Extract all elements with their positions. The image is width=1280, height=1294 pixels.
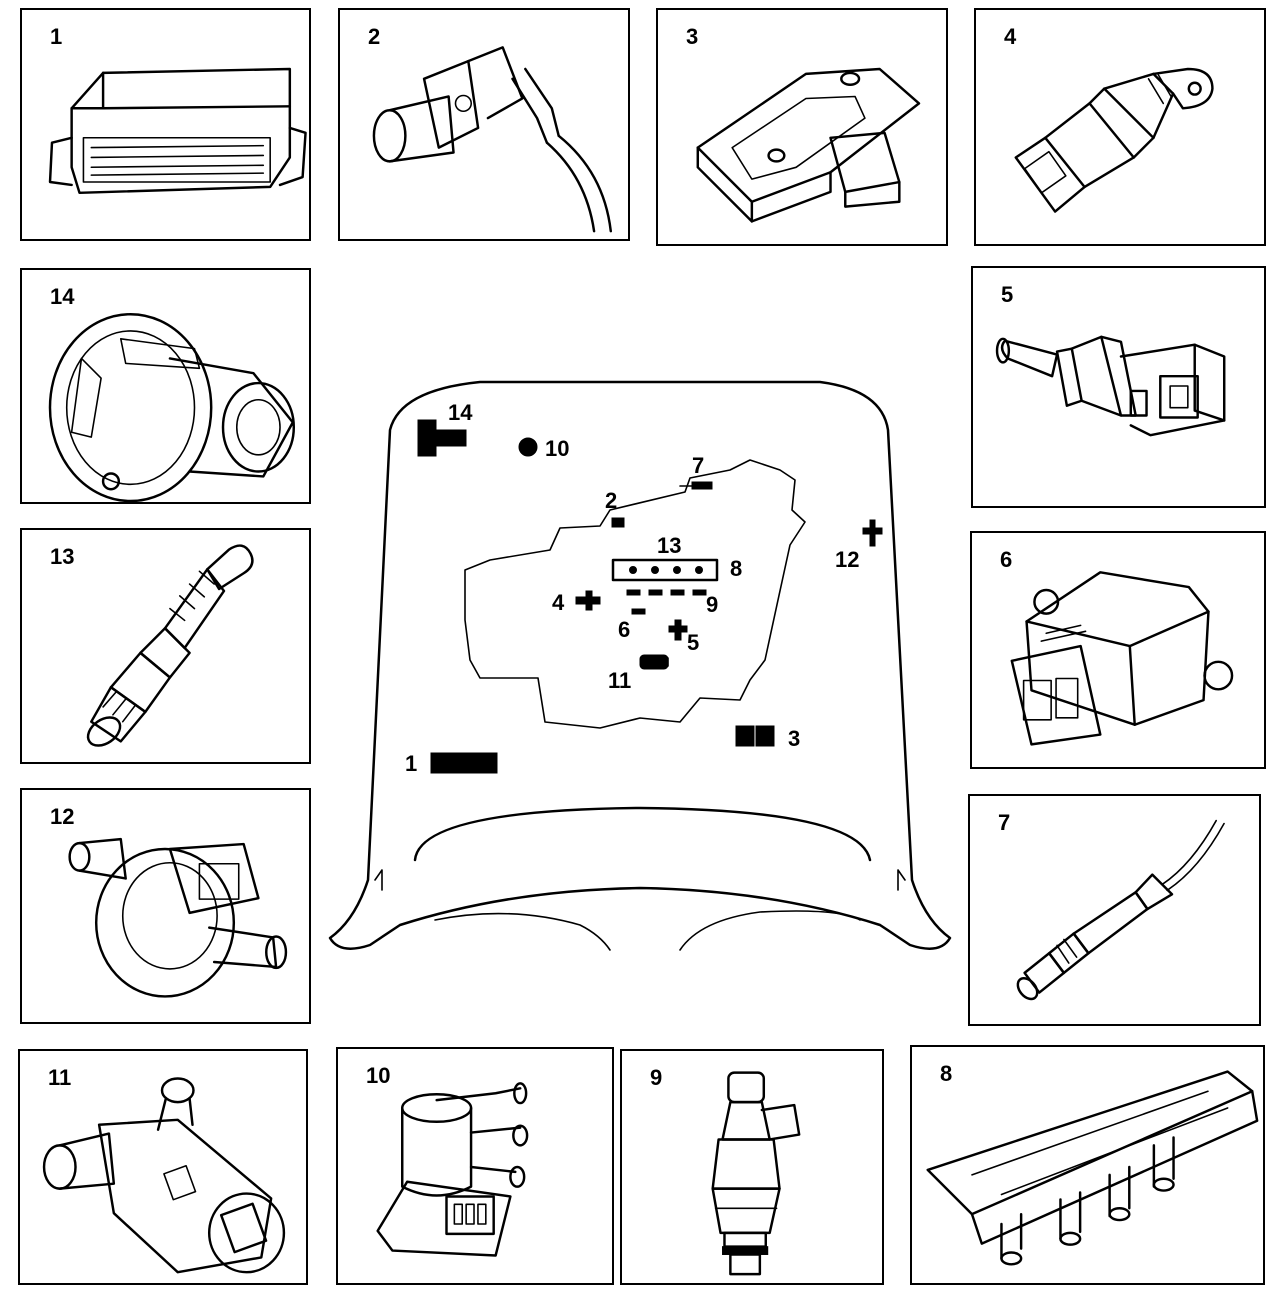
ignition-cassette-icon	[926, 1070, 1259, 1266]
panel-number: 10	[366, 1063, 391, 1088]
component-marker-11	[639, 654, 669, 670]
crankshaft-sensor-icon	[372, 46, 613, 233]
component-marker-3	[735, 725, 755, 747]
panel-number: 7	[998, 810, 1011, 835]
callout-9: 9	[706, 592, 718, 617]
panel-4-temp-sensor: 4	[974, 8, 1266, 246]
map-sensor-icon	[696, 67, 921, 223]
panel-number: 8	[940, 1061, 953, 1086]
panel-12-purge-valve: 12	[20, 788, 311, 1024]
panel-number: 12	[50, 804, 75, 829]
component-marker-8	[611, 558, 719, 582]
ecu-module-icon	[48, 67, 307, 195]
callout-8: 8	[730, 556, 742, 581]
panel-number: 11	[48, 1065, 72, 1090]
component-marker-2	[611, 517, 625, 528]
callout-1: 1	[405, 751, 417, 776]
panel-1-ecu: 1	[20, 8, 311, 241]
panel-3-map-sensor: 3	[656, 8, 948, 246]
callout-11: 11	[608, 668, 631, 693]
panel-number: 13	[50, 544, 75, 569]
panel-5-air-temp-sensor: 5	[971, 266, 1266, 508]
panel-number: 6	[1000, 547, 1013, 572]
callout-13: 13	[657, 533, 681, 558]
panel-number: 9	[650, 1065, 663, 1090]
callout-10: 10	[545, 436, 569, 461]
panel-9-fuel-injector: 9	[620, 1049, 884, 1285]
panel-13-spark-plug: 13	[20, 528, 311, 764]
vehicle-outline	[328, 380, 952, 950]
engine-outline	[464, 459, 806, 729]
component-marker-7	[691, 481, 713, 490]
callout-7: 7	[692, 453, 704, 478]
panel-8-ignition-cassette: 8	[910, 1045, 1265, 1285]
panel-11-idle-valve: 11	[18, 1049, 308, 1285]
callout-14: 14	[448, 400, 473, 425]
panel-2-crank-sensor: 2	[338, 8, 630, 241]
callout-5: 5	[687, 630, 699, 655]
panel-6-throttle-position-sensor: 6	[970, 531, 1266, 769]
throttle-position-sensor-icon	[1010, 571, 1234, 746]
vehicle-top-view-diagram: 14 10 7 2 13 8 9 4 6 5 11 12 3 1	[328, 380, 952, 951]
callout-3: 3	[788, 726, 800, 751]
panel-number: 2	[368, 24, 381, 49]
panel-number: 5	[1001, 282, 1014, 307]
vacuum-valve-icon	[376, 1082, 529, 1257]
spark-plug-icon	[86, 544, 254, 747]
panel-7-oxygen-sensor: 7	[968, 794, 1261, 1026]
component-marker-10	[518, 437, 538, 457]
panel-number: 4	[1004, 24, 1017, 49]
panel-number: 3	[686, 24, 699, 49]
oxygen-sensor-icon	[1016, 819, 1225, 1001]
callout-4: 4	[552, 590, 565, 615]
component-marker-14	[417, 419, 437, 457]
callout-6: 6	[618, 617, 630, 642]
component-marker-6	[631, 608, 646, 615]
panel-number: 14	[50, 284, 75, 309]
fuel-injector-icon	[711, 1071, 801, 1276]
panel-number: 1	[50, 24, 63, 49]
panel-14-throttle-housing: 14	[20, 268, 311, 504]
air-temp-sensor-icon	[995, 335, 1226, 437]
throttle-housing-icon	[48, 313, 296, 502]
component-marker-1	[430, 752, 498, 774]
panel-10-vacuum-valve: 10	[336, 1047, 614, 1285]
temperature-sensor-icon	[1014, 67, 1214, 213]
component-marker-9	[626, 589, 641, 596]
idle-valve-icon	[42, 1077, 286, 1274]
callout-2: 2	[605, 488, 617, 513]
purge-valve-icon	[68, 837, 288, 998]
callout-12: 12	[835, 547, 859, 572]
